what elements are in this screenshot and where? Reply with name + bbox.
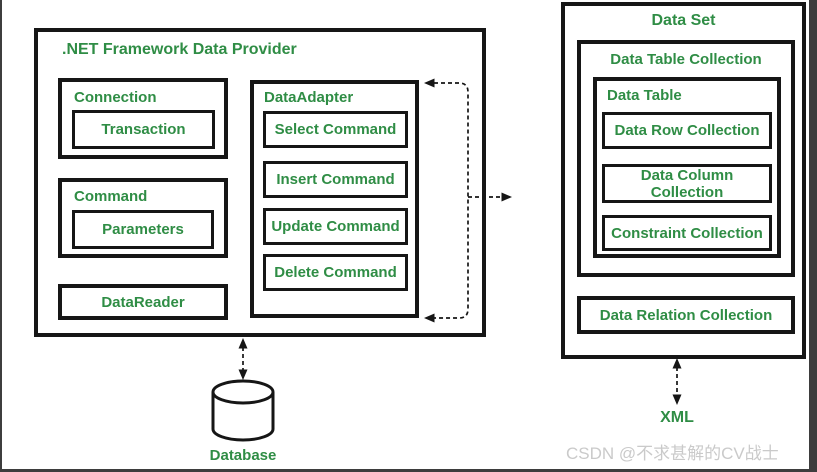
- provider-title: .NET Framework Data Provider: [62, 41, 297, 58]
- dataset-title: Data Set: [651, 12, 716, 29]
- constraint-collection-box: Constraint Collection: [602, 215, 772, 251]
- data-relation-collection-box: Data Relation Collection: [577, 296, 795, 334]
- database-label: Database: [209, 447, 277, 464]
- bottom-edge-border: [0, 469, 817, 472]
- select-command-box: Select Command: [263, 111, 408, 148]
- data-column-collection-box: Data Column Collection: [602, 164, 772, 203]
- dataadapter-label: DataAdapter: [264, 89, 354, 106]
- transaction-box: Transaction: [72, 110, 215, 149]
- right-edge-border: [809, 0, 817, 472]
- datareader-box: DataReader: [58, 284, 228, 320]
- dataset-xml-arrow-icon: [672, 358, 682, 405]
- data-table-collection-label: Data Table Collection: [610, 51, 762, 68]
- database-cylinder-icon: [211, 379, 275, 442]
- delete-command-box: Delete Command: [263, 254, 408, 291]
- command-label: Command: [74, 188, 148, 205]
- data-row-collection-box: Data Row Collection: [602, 112, 772, 149]
- update-command-box: Update Command: [263, 208, 408, 245]
- data-table-label: Data Table: [607, 87, 682, 104]
- connection-label: Connection: [74, 89, 157, 106]
- watermark-text: CSDN @不求甚解的CV战士: [566, 444, 779, 463]
- parameters-box: Parameters: [72, 210, 214, 249]
- left-edge-border: [0, 0, 2, 472]
- xml-label: XML: [660, 409, 694, 426]
- provider-database-arrow-icon: [238, 338, 248, 380]
- insert-command-box: Insert Command: [263, 161, 408, 198]
